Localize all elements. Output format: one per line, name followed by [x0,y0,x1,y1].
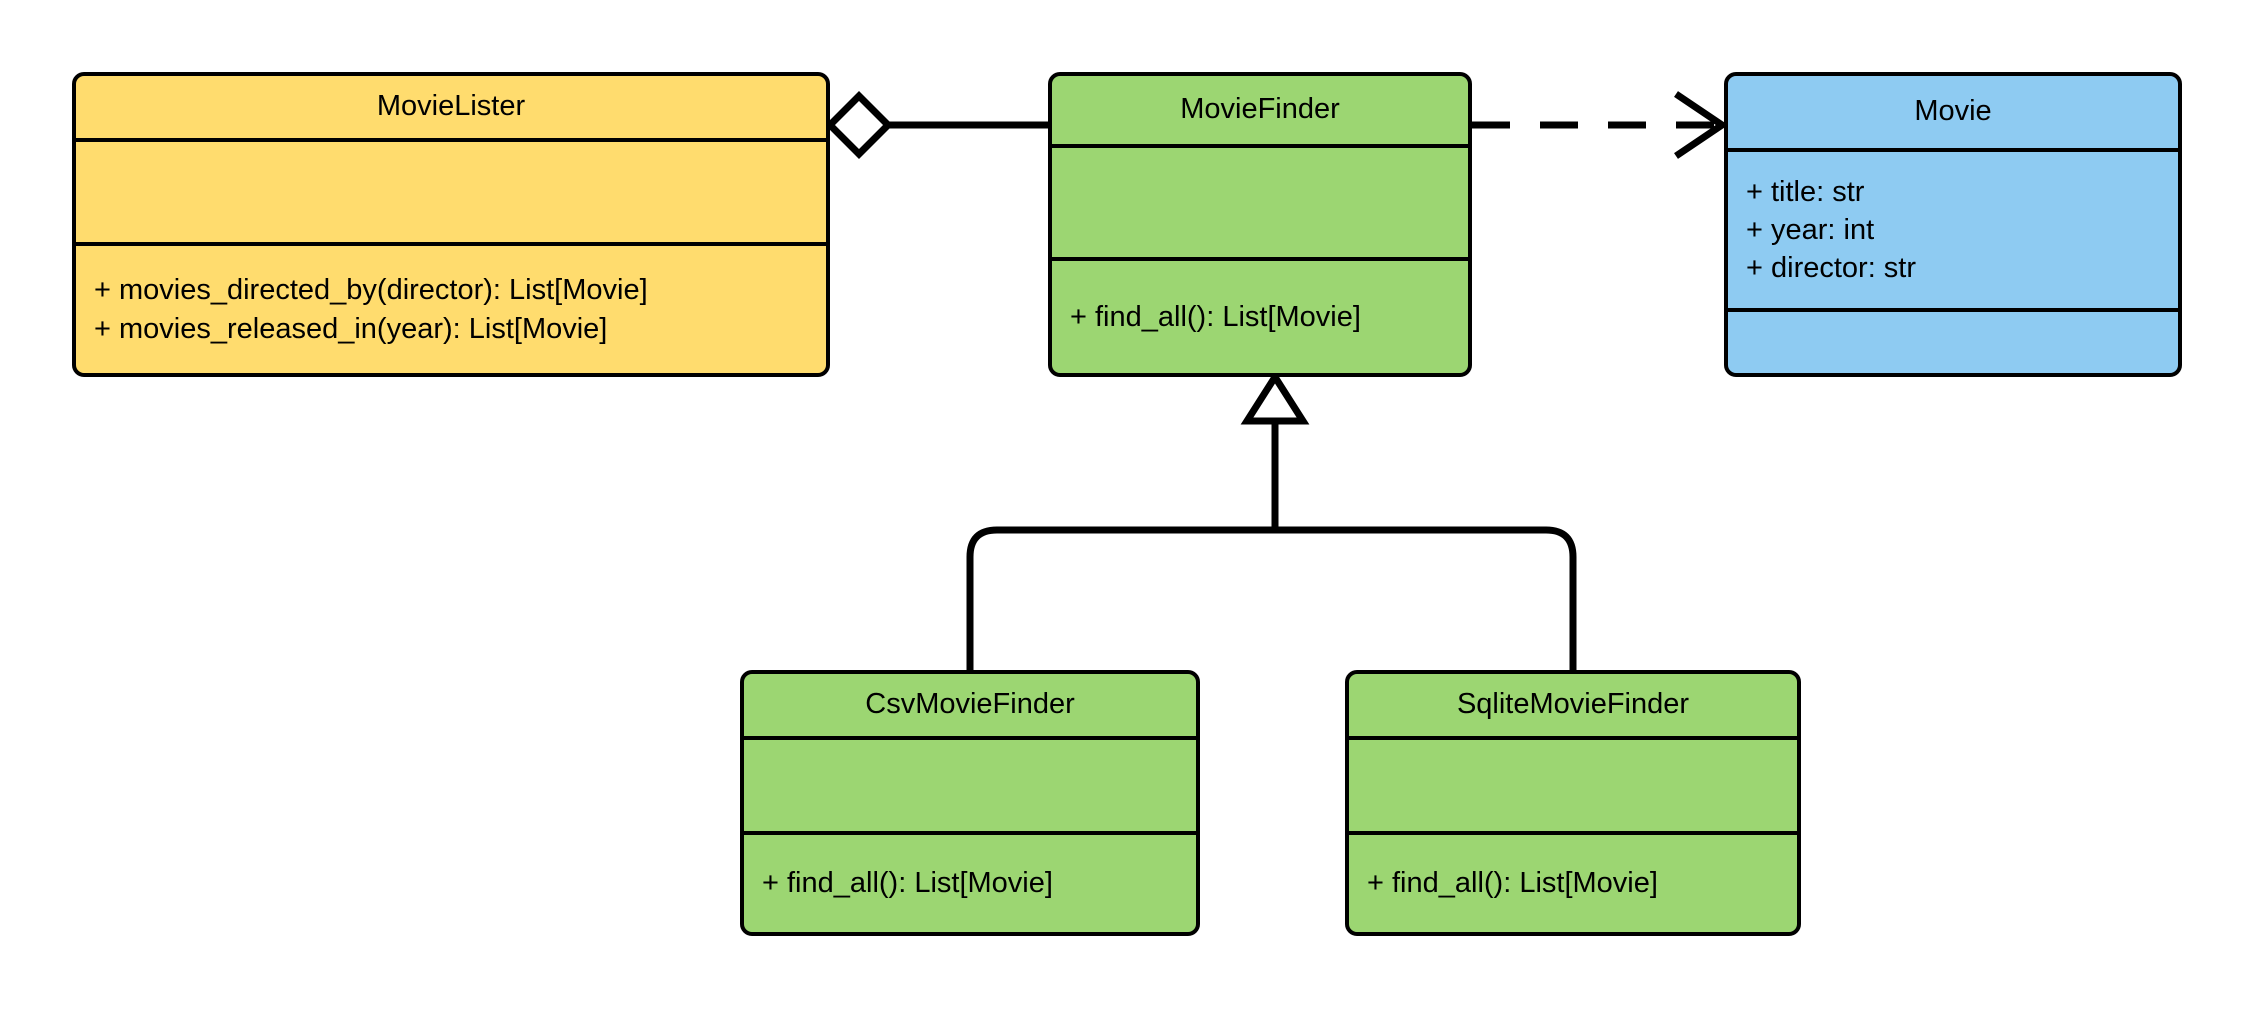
class-operations-compartment: + find_all(): List[Movie] [744,831,1196,932]
relationship-dependency-finder-movie[interactable] [1472,91,1729,159]
class-title-compartment: Movie [1728,76,2178,148]
class-box-movie[interactable]: Movie + title: str + year: int + directo… [1724,72,2182,377]
relationship-generalization-tree[interactable] [966,370,1577,670]
generalization-branch-csv [966,526,1275,670]
class-box-movie-finder[interactable]: MovieFinder + find_all(): List[Movie] [1048,72,1472,377]
class-box-csv-movie-finder[interactable]: CsvMovieFinder + find_all(): List[Movie] [740,670,1200,936]
class-attributes-compartment [76,138,826,242]
generalization-branch-sqlite [1275,526,1577,670]
operation-line: + find_all(): List[Movie] [762,867,1053,900]
class-attributes-compartment [744,736,1196,831]
class-box-sqlite-movie-finder[interactable]: SqliteMovieFinder + find_all(): List[Mov… [1345,670,1801,936]
attribute-line: + year: int [1746,213,1875,246]
class-operations-compartment [1728,308,2178,373]
class-operations-compartment: + movies_directed_by(director): List[Mov… [76,242,826,373]
class-operations-compartment: + find_all(): List[Movie] [1052,257,1468,373]
hollow-triangle-icon [1240,370,1310,425]
class-title-compartment: CsvMovieFinder [744,674,1196,736]
operation-line: + find_all(): List[Movie] [1367,867,1658,900]
class-name-label: SqliteMovieFinder [1456,688,1690,721]
relationship-aggregation-lister-finder[interactable] [825,91,1048,159]
class-attributes-compartment [1052,144,1468,257]
attribute-line: + title: str [1746,175,1865,208]
operation-line: + find_all(): List[Movie] [1070,300,1361,333]
class-attributes-compartment [1349,736,1797,831]
class-name-label: MovieLister [376,90,526,123]
class-attributes-compartment: + title: str + year: int + director: str [1728,148,2178,308]
class-name-label: CsvMovieFinder [865,688,1075,721]
class-title-compartment: SqliteMovieFinder [1349,674,1797,736]
class-box-movie-lister[interactable]: MovieLister + movies_directed_by(directo… [72,72,830,377]
class-name-label: Movie [1914,95,1992,128]
class-title-compartment: MovieLister [76,76,826,138]
operation-line: + movies_released_in(year): List[Movie] [94,312,608,345]
open-arrow-icon [1674,91,1729,159]
class-operations-compartment: + find_all(): List[Movie] [1349,831,1797,932]
hollow-diamond-icon [825,91,893,159]
operation-line: + movies_directed_by(director): List[Mov… [94,274,648,307]
class-title-compartment: MovieFinder [1052,76,1468,144]
class-name-label: MovieFinder [1180,93,1340,126]
attribute-line: + director: str [1746,252,1917,285]
